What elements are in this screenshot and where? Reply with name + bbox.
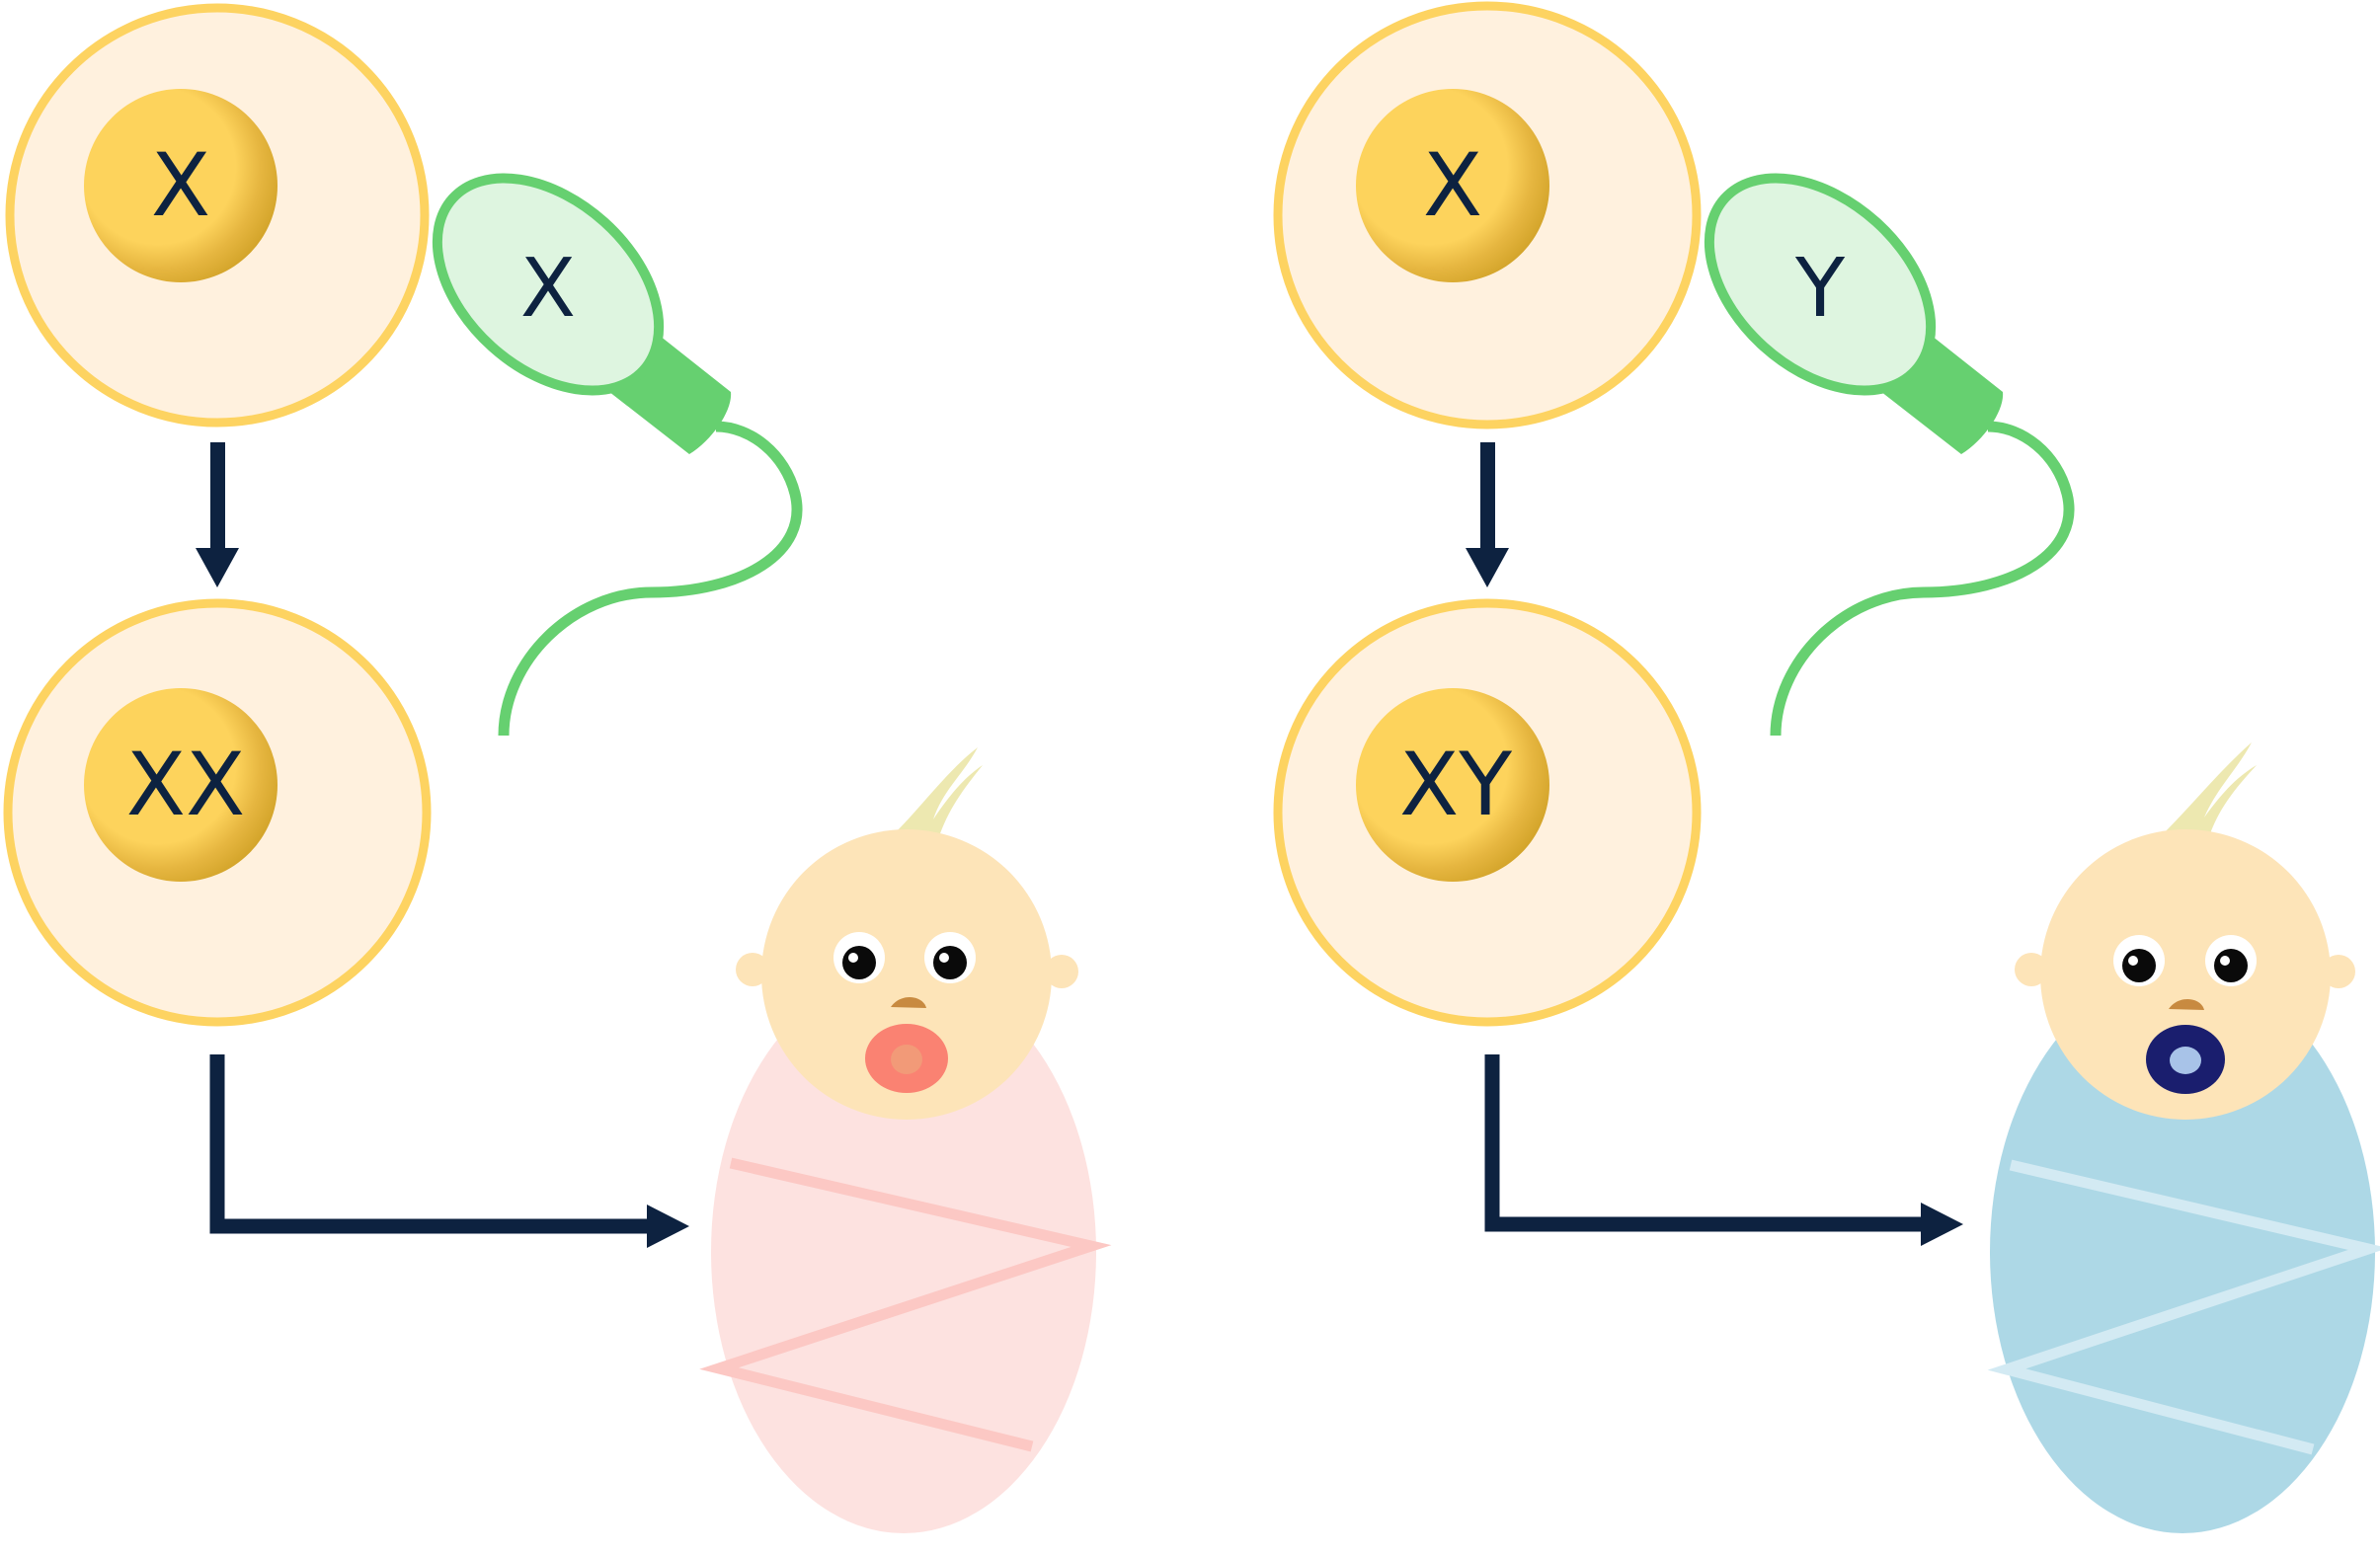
baby-hair bbox=[2163, 742, 2257, 839]
egg-nucleus bbox=[84, 89, 278, 282]
zygote-nucleus bbox=[84, 688, 278, 882]
pacifier-center bbox=[2170, 1047, 2201, 1074]
baby-nose bbox=[891, 996, 926, 1008]
sperm-tail bbox=[1770, 421, 2075, 737]
baby-ear-left bbox=[736, 953, 769, 986]
pacifier-center bbox=[891, 1045, 922, 1074]
egg-cell: X bbox=[5, 3, 430, 428]
baby-nose bbox=[2169, 998, 2204, 1010]
panel-female: X X XX bbox=[3, 3, 1112, 1533]
egg-chromosome-label: X bbox=[151, 134, 210, 236]
sperm-cell: Y bbox=[1704, 173, 2075, 737]
baby-ear-right bbox=[1045, 955, 1078, 988]
zygote-cell: XX bbox=[3, 598, 432, 1027]
zygote-chromosome-label: XX bbox=[126, 734, 246, 835]
zygote-nucleus bbox=[1356, 688, 1549, 882]
egg-cell: X bbox=[1273, 1, 1702, 429]
sperm-cell: X bbox=[432, 173, 803, 737]
egg-nucleus bbox=[1356, 89, 1549, 282]
baby-head bbox=[761, 829, 1052, 1120]
arrow-elbow bbox=[209, 1054, 689, 1248]
sperm-head bbox=[432, 173, 665, 396]
sperm-chromosome-label: X bbox=[520, 242, 576, 336]
zygote-cell: XY bbox=[1273, 598, 1702, 1027]
arrow-down bbox=[1466, 442, 1509, 587]
blanket-stripes bbox=[699, 1157, 1112, 1452]
baby-hair bbox=[894, 747, 983, 839]
arrow-elbow bbox=[1484, 1054, 1963, 1246]
baby-ear-left bbox=[2015, 953, 2048, 986]
arrow-down bbox=[196, 442, 239, 587]
egg-chromosome-label: X bbox=[1423, 134, 1482, 236]
baby-girl bbox=[699, 747, 1112, 1533]
panel-male: X Y XY bbox=[1273, 1, 2380, 1533]
sperm-tail bbox=[498, 421, 803, 737]
baby-head bbox=[2040, 829, 2331, 1120]
sperm-head bbox=[1704, 173, 1937, 396]
blanket-stripes bbox=[1987, 1159, 2380, 1455]
sperm-chromosome-label: Y bbox=[1794, 242, 1846, 336]
baby-boy bbox=[1987, 742, 2380, 1533]
zygote-chromosome-label: XY bbox=[1399, 734, 1512, 835]
